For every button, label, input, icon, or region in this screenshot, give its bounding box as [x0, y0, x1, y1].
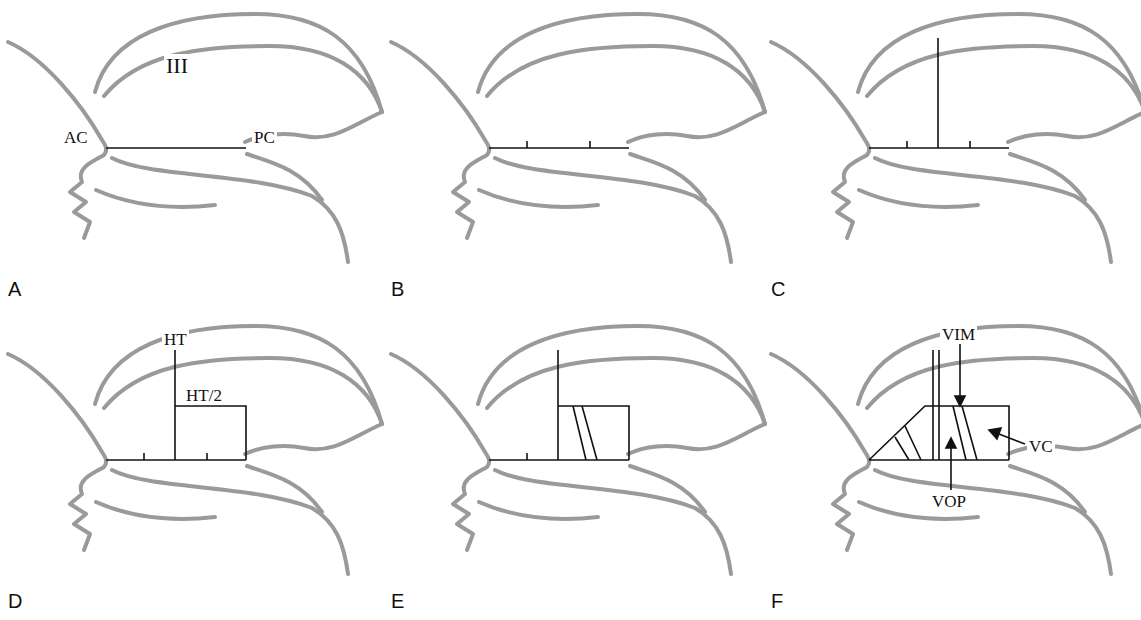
- landmark-label: AC: [62, 128, 90, 147]
- panel-letter: B: [389, 278, 406, 300]
- panel-letter: F: [769, 590, 785, 612]
- measure-label: HT: [162, 330, 189, 349]
- panel-letter: D: [6, 590, 24, 612]
- panel-letter: E: [389, 590, 406, 612]
- panel-letter: A: [6, 278, 23, 300]
- landmark-label: PC: [252, 128, 277, 147]
- panel-letter: C: [769, 278, 787, 300]
- measure-label: HT/2: [184, 386, 224, 405]
- nucleus-label: VIM: [940, 325, 977, 344]
- nucleus-label: VC: [1027, 437, 1055, 456]
- ventricle-label: III: [164, 54, 190, 78]
- nucleus-label: VOP: [930, 492, 968, 511]
